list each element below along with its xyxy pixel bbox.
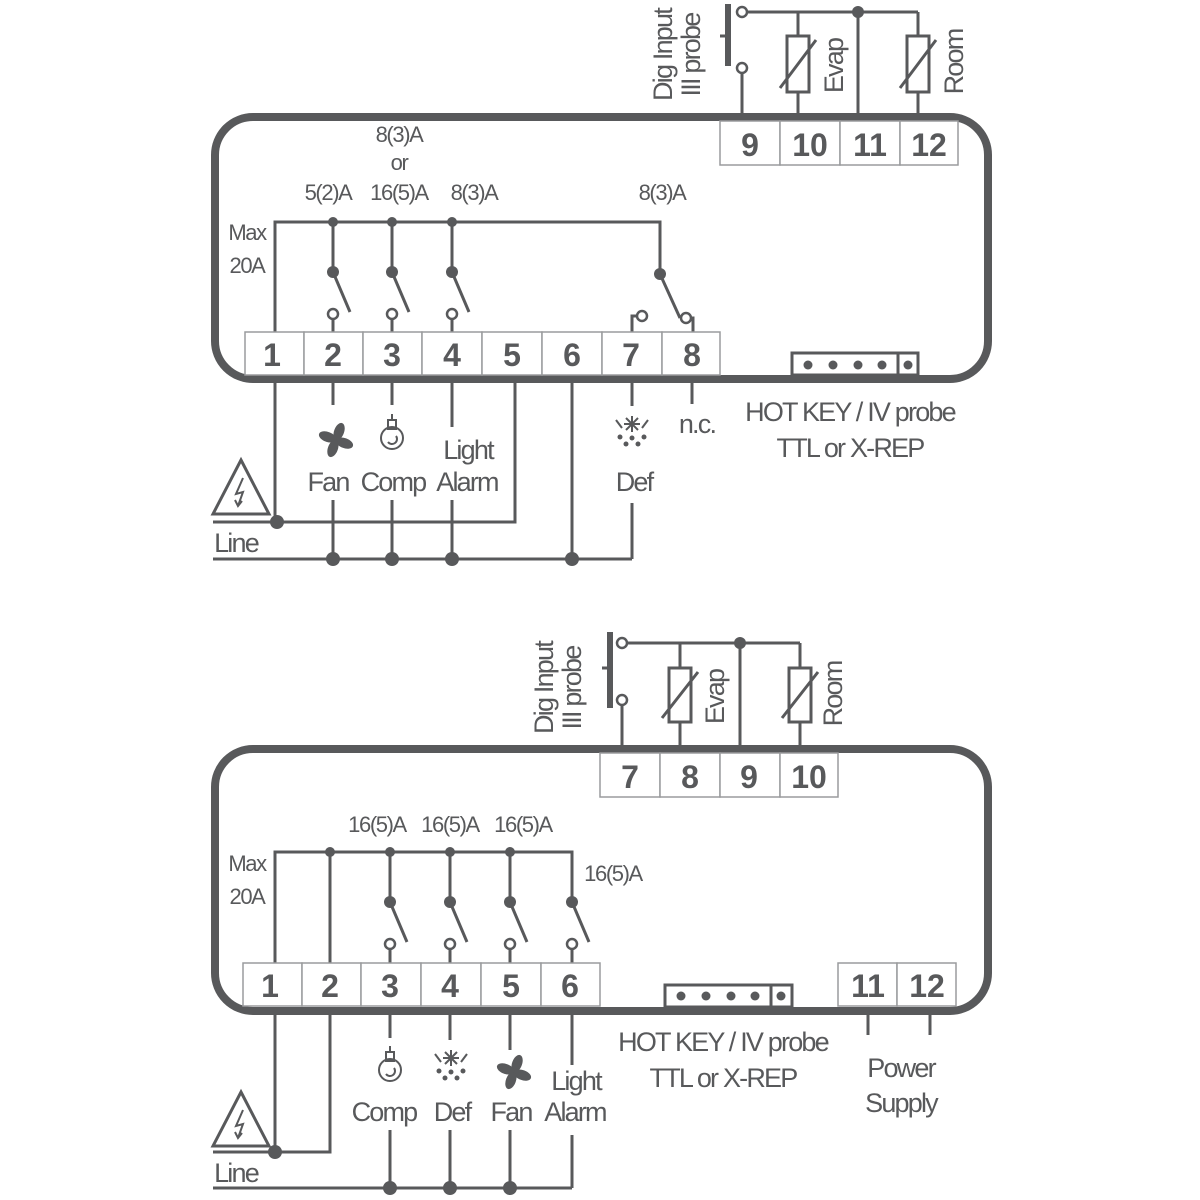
supply-label: Supply <box>865 1088 939 1118</box>
terminal-7: 7 <box>622 337 640 373</box>
controller-body-bottom <box>211 745 992 1015</box>
hotkey-label: HOT KEY / IV probe <box>618 1027 829 1057</box>
terminal-11: 11 <box>851 968 885 1004</box>
comp-label: Comp <box>361 467 427 497</box>
alarm-label: Alarm <box>544 1097 606 1127</box>
load-wiring-bottom <box>213 1012 574 1195</box>
output-terminal-strip-bottom: 1 2 3 4 5 6 <box>242 962 601 1007</box>
alarm-label: Alarm <box>436 467 498 497</box>
def-label: Def <box>616 467 655 497</box>
terminal-2: 2 <box>324 337 342 373</box>
light-label: Light <box>443 435 495 465</box>
terminal-11: 11 <box>853 127 887 163</box>
hotkey-sublabel: TTL or X-REP <box>777 433 925 463</box>
rating-terminal-3: 16(5)A <box>348 812 407 837</box>
terminal-1: 1 <box>261 968 279 1004</box>
terminal-3: 3 <box>381 968 399 1004</box>
evap-label: Evap <box>700 669 730 724</box>
power-terminal-strip: 11 12 <box>837 962 957 1007</box>
comp-label: Comp <box>352 1097 418 1127</box>
dig-input-label: Dig Input <box>648 7 678 101</box>
probe-wiring-bottom: Dig Input III probe Evap Room <box>529 632 848 752</box>
third-probe-label: III probe <box>676 13 706 97</box>
controller-body-top <box>211 113 992 383</box>
defrost-icon <box>615 415 649 448</box>
terminal-12: 12 <box>909 968 945 1004</box>
terminal-4: 4 <box>441 968 459 1004</box>
max-label: Max <box>228 851 267 876</box>
diagram-bottom: Dig Input III probe Evap Room 7 8 9 10 <box>211 632 992 1195</box>
terminal-9: 9 <box>740 759 758 795</box>
rating-terminal-3-or: or <box>391 150 409 175</box>
rating-terminal-5: 16(5)A <box>494 812 553 837</box>
evap-probe-resistor <box>785 34 811 94</box>
terminal-5: 5 <box>502 968 520 1004</box>
terminal-1: 1 <box>263 337 281 373</box>
terminal-9: 9 <box>741 127 759 163</box>
hotkey-sublabel: TTL or X-REP <box>650 1063 798 1093</box>
terminal-4: 4 <box>443 337 461 373</box>
probe-terminal-strip-top: 9 10 11 12 <box>719 120 959 166</box>
evap-probe-resistor <box>667 666 693 724</box>
rating-terminal-6: 16(5)A <box>584 861 643 886</box>
line-label: Line <box>214 528 259 558</box>
compressor-icon <box>378 1045 402 1082</box>
high-voltage-warning-icon <box>211 458 271 516</box>
max-current-label: 20A <box>230 253 267 278</box>
rating-terminal-4: 8(3)A <box>451 180 500 205</box>
defrost-icon <box>434 1049 468 1082</box>
terminal-7: 7 <box>621 759 639 795</box>
evap-label: Evap <box>819 38 849 93</box>
probe-wiring-top: Dig Input III probe Evap Room <box>648 4 969 120</box>
terminal-3: 3 <box>383 337 401 373</box>
power-label: Power <box>867 1053 936 1083</box>
hotkey-label: HOT KEY / IV probe <box>745 397 956 427</box>
terminal-12: 12 <box>911 127 947 163</box>
output-terminal-strip-top: 1 2 3 4 5 6 7 8 <box>244 331 721 376</box>
terminal-8: 8 <box>681 759 699 795</box>
terminal-6: 6 <box>563 337 581 373</box>
rating-terminal-4: 16(5)A <box>421 812 480 837</box>
dig-input-label: Dig Input <box>529 640 559 734</box>
fan-label: Fan <box>490 1097 532 1127</box>
diagram-top: Dig Input III probe Evap Room 9 10 11 12 <box>211 4 992 566</box>
terminal-5: 5 <box>503 337 521 373</box>
relay-section-top: Max 20A 5(2)A 8(3)A or 16(5)A 8(3)A 8(3)… <box>228 122 695 332</box>
rating-terminal-3-a: 8(3)A <box>376 122 425 147</box>
hotkey-connector-top <box>790 351 920 377</box>
probe-terminal-strip-bottom: 7 8 9 10 <box>599 752 839 798</box>
load-wiring-top <box>213 380 694 566</box>
rating-terminal-7-8: 8(3)A <box>639 180 688 205</box>
room-label: Room <box>939 29 969 94</box>
fan-icon <box>495 1053 533 1091</box>
max-label: Max <box>228 220 267 245</box>
room-label: Room <box>818 661 848 726</box>
max-current-label: 20A <box>230 884 267 909</box>
fan-icon <box>317 421 355 459</box>
terminal-6: 6 <box>561 968 579 1004</box>
room-probe-resistor <box>787 666 813 724</box>
def-label: Def <box>434 1097 473 1127</box>
hotkey-connector-bottom <box>663 983 794 1009</box>
third-probe-label: III probe <box>557 646 587 730</box>
terminal-2: 2 <box>321 968 339 1004</box>
terminal-10: 10 <box>791 759 827 795</box>
line-label: Line <box>214 1158 259 1188</box>
not-connected-label: n.c. <box>679 409 716 439</box>
dig-input-contact <box>735 5 749 19</box>
relay-section-bottom: Max 20A 16(5)A 16(5)A 16(5)A 16(5)A <box>228 812 645 963</box>
compressor-icon <box>380 413 404 450</box>
fan-label: Fan <box>307 467 349 497</box>
terminal-10: 10 <box>792 127 828 163</box>
high-voltage-warning-icon <box>211 1090 271 1148</box>
terminal-8: 8 <box>683 337 701 373</box>
light-label: Light <box>551 1066 603 1096</box>
rating-terminal-2: 5(2)A <box>305 180 354 205</box>
rating-terminal-3-b: 16(5)A <box>370 180 429 205</box>
room-probe-resistor <box>905 34 931 94</box>
